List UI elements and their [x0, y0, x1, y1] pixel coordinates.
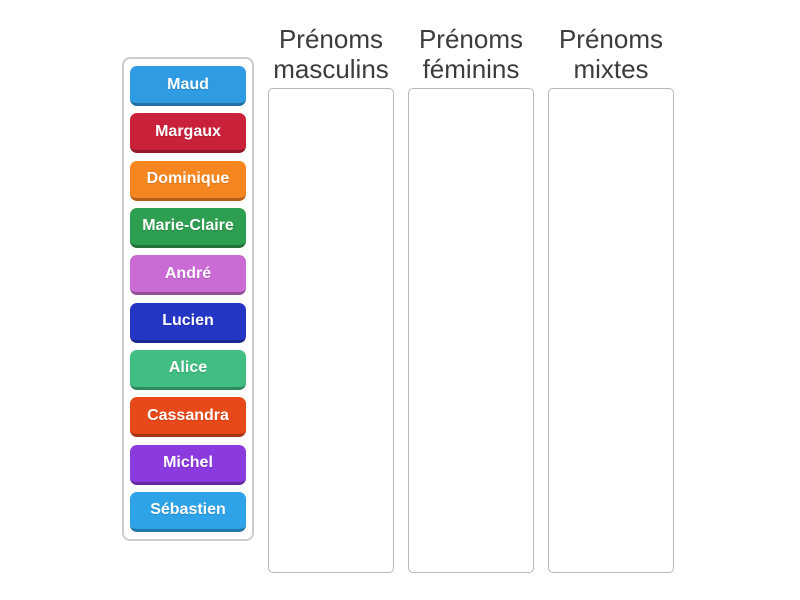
name-chip[interactable]: Dominique — [130, 160, 246, 201]
name-chip[interactable]: Cassandra — [130, 397, 246, 438]
name-chip[interactable]: Sébastien — [130, 491, 246, 532]
name-chip[interactable]: Michel — [130, 444, 246, 485]
category-header-line1: Prénoms — [418, 24, 524, 54]
category-header-line2: masculins — [273, 54, 389, 84]
category-header-line2: mixtes — [573, 54, 649, 84]
name-chip[interactable]: Lucien — [130, 302, 246, 343]
category-header-line1: Prénoms — [278, 24, 384, 54]
category-dropzone[interactable] — [268, 88, 394, 573]
name-chip[interactable]: Marie-Claire — [130, 207, 246, 248]
category-dropzone[interactable] — [408, 88, 534, 573]
category-header-line2: féminins — [422, 54, 520, 84]
category-header-line1: Prénoms — [558, 24, 664, 54]
category-dropzone[interactable] — [548, 88, 674, 573]
name-chip[interactable]: Maud — [130, 66, 246, 106]
name-chip[interactable]: Alice — [130, 349, 246, 390]
name-chip[interactable]: André — [130, 255, 246, 296]
name-chip[interactable]: Margaux — [130, 113, 246, 154]
